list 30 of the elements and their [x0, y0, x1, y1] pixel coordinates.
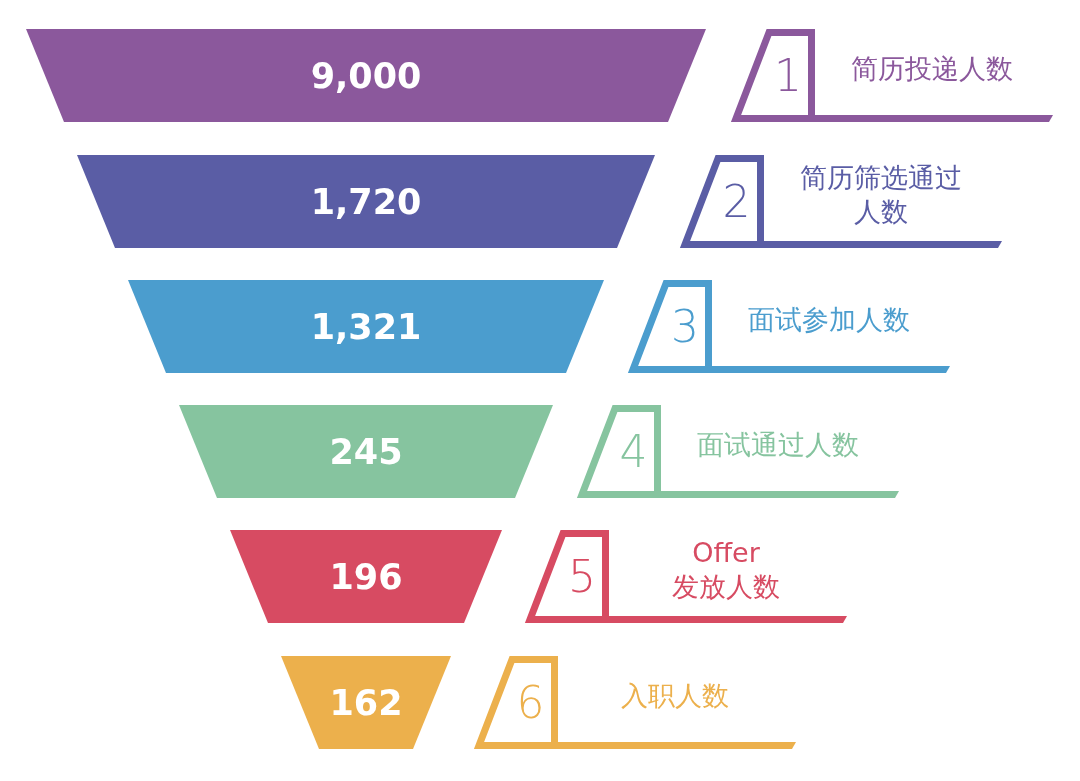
number-tab: [678, 155, 764, 248]
number-tab: [730, 29, 815, 122]
stage-label: 简历筛选通过人数: [798, 160, 963, 229]
step-number: 1: [774, 54, 802, 98]
value-label: 1,321: [310, 309, 422, 344]
step-number: 5: [568, 555, 596, 599]
number-tab: [575, 405, 661, 498]
number-tab: [524, 530, 609, 623]
funnel-band: [77, 155, 655, 248]
funnel-band: [128, 280, 604, 373]
value-label: 162: [329, 685, 403, 720]
stage-label: 面试参加人数: [748, 302, 910, 337]
stage-label: 入职人数: [620, 678, 729, 713]
funnel-band: [179, 405, 553, 498]
value-label: 9,000: [310, 58, 422, 93]
stage-label: 面试通过人数: [696, 427, 859, 462]
number-tab: [472, 656, 558, 749]
step-number: 3: [671, 305, 699, 349]
funnel-band: [230, 530, 502, 623]
value-label: 196: [329, 559, 403, 594]
step-number: 4: [619, 430, 648, 474]
value-label: 1,720: [310, 184, 422, 219]
value-label: 245: [329, 434, 403, 469]
step-number: 6: [516, 681, 545, 725]
funnel-band: [281, 656, 451, 749]
stage-label: 简历投递人数: [851, 51, 1013, 86]
step-number: 2: [722, 180, 751, 224]
stage-label: Offer 发放人数: [671, 535, 781, 604]
number-tab: [627, 280, 712, 373]
funnel-band: [26, 29, 706, 122]
